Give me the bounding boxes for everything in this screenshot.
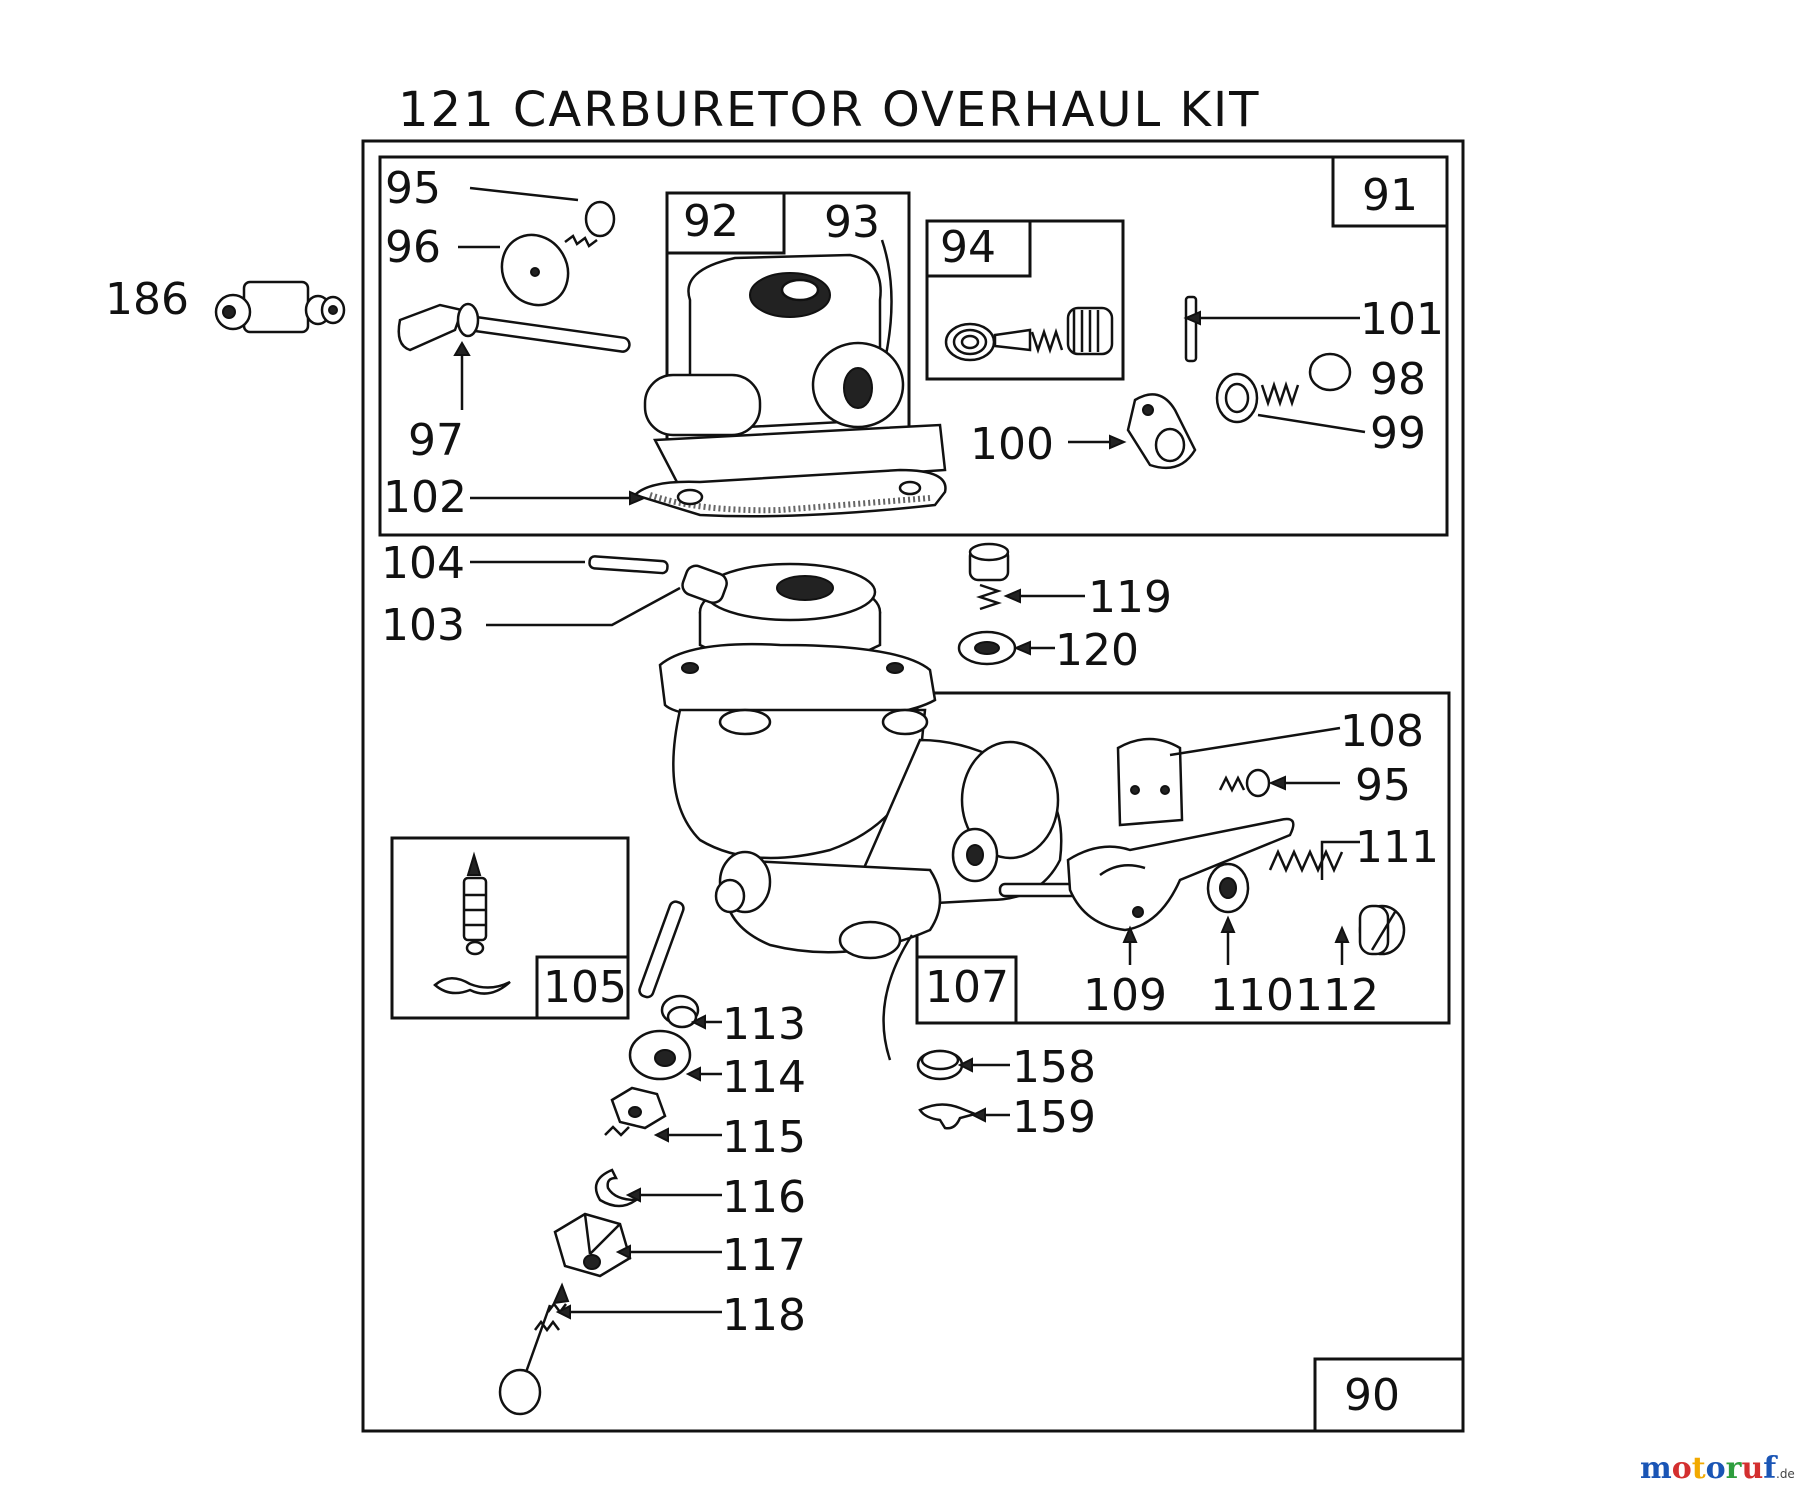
part-label-109: 109	[1083, 970, 1167, 1021]
box-94-label-frame	[927, 221, 1032, 278]
float-100	[1126, 393, 1197, 470]
part-label-118: 118	[722, 1290, 806, 1341]
valve-119	[968, 542, 1010, 611]
part-label-111: 111	[1355, 822, 1439, 873]
svg-text:motoruf: motoruf	[1640, 1451, 1778, 1486]
part-label-115: 115	[722, 1112, 806, 1163]
part-label-98: 98	[1370, 354, 1426, 405]
box-94	[925, 219, 1125, 381]
part-label-119: 119	[1088, 572, 1172, 623]
box-label-107: 107	[925, 962, 1009, 1013]
part-label-96: 96	[385, 222, 441, 273]
adjusting-screw-112	[1358, 904, 1406, 956]
part-label-103: 103	[381, 600, 465, 651]
svg-text:.de: .de	[1776, 1467, 1795, 1481]
washer-113	[660, 994, 700, 1029]
box-92-label-frame	[667, 193, 786, 255]
box-107-label-frame	[917, 955, 1018, 1023]
spring-111	[1268, 848, 1344, 874]
part-label-112: 112	[1295, 970, 1379, 1021]
part-label-99: 99	[1370, 408, 1426, 459]
part-label-110: 110	[1210, 970, 1294, 1021]
part-label-102: 102	[383, 472, 467, 523]
plug-158	[916, 1049, 964, 1081]
fuel-fitting-186	[214, 280, 346, 334]
part-label-120: 120	[1055, 625, 1139, 676]
throttle-lever-109	[998, 817, 1295, 932]
gasket-114	[628, 1029, 692, 1081]
pin-104	[588, 555, 669, 575]
box-90-label-frame	[1313, 1357, 1465, 1433]
screw-95-lower	[1218, 768, 1271, 798]
clip-159	[918, 1103, 979, 1130]
part-label-116: 116	[722, 1172, 806, 1223]
throttle-plate-96	[500, 233, 570, 307]
part-label-186: 186	[105, 274, 189, 325]
choke-plate-108	[1116, 737, 1184, 827]
outer-kit-box	[361, 139, 1465, 1433]
part-label-97: 97	[408, 415, 464, 466]
idle-valve-98-99	[1215, 352, 1352, 424]
carburetor-upper-body-93	[632, 253, 947, 518]
main-jet-stack	[638, 878, 746, 999]
part-label-95-lower: 95	[1355, 760, 1411, 811]
part-label-93: 93	[824, 197, 880, 248]
washer-110	[1206, 862, 1250, 914]
part-label-95-top: 95	[385, 163, 441, 214]
part-label-104: 104	[381, 538, 465, 589]
box-label-92: 92	[683, 196, 739, 247]
box-label-91: 91	[1362, 170, 1418, 221]
washer-120	[957, 630, 1017, 666]
part-label-108: 108	[1340, 706, 1424, 757]
nut-115	[604, 1086, 667, 1137]
box-105-label-frame	[535, 955, 628, 1018]
screw-95-top	[564, 200, 616, 248]
diagram-title: 121 CARBURETOR OVERHAUL KIT	[398, 82, 1261, 138]
box-91	[378, 155, 1449, 537]
part-label-113: 113	[722, 999, 806, 1050]
box-label-94: 94	[940, 222, 996, 273]
clip-116	[594, 1168, 640, 1208]
needle-valve-94	[944, 306, 1114, 362]
part-label-100: 100	[970, 419, 1054, 470]
part-label-158: 158	[1012, 1042, 1096, 1093]
part-label-159: 159	[1012, 1092, 1096, 1143]
box-label-105: 105	[543, 962, 627, 1013]
pin-101	[1184, 295, 1198, 363]
box-label-90: 90	[1344, 1370, 1400, 1421]
motoruf-logo: motoruf .de	[1640, 1451, 1795, 1486]
part-label-117: 117	[722, 1230, 806, 1281]
part-label-114: 114	[722, 1052, 806, 1103]
box-91-label-frame	[1331, 157, 1447, 228]
part-label-101: 101	[1360, 294, 1444, 345]
needle-118	[498, 1282, 570, 1416]
nut-117	[553, 1212, 632, 1278]
box-105	[390, 836, 630, 1020]
throttle-shaft-97	[397, 302, 631, 353]
carburetor-main-body	[658, 562, 1063, 960]
float-needle-105	[433, 851, 511, 995]
